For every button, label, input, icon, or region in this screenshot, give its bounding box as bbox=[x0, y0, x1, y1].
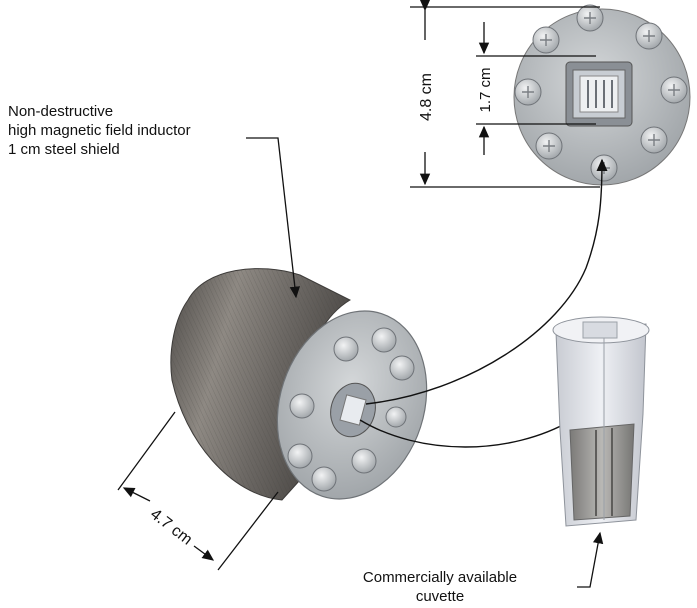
cuvette-label: Commercially available cuvette bbox=[316, 568, 564, 606]
inductor-label-line-2: high magnetic field inductor bbox=[8, 122, 191, 139]
screw-icon bbox=[289, 393, 315, 419]
bore-to-end-view-arrow bbox=[365, 158, 608, 405]
bore-window bbox=[565, 61, 633, 127]
screw-icon bbox=[385, 406, 407, 428]
screw-icon bbox=[333, 336, 359, 362]
front-screws bbox=[287, 327, 415, 492]
end-view-screws bbox=[514, 4, 688, 182]
outer-diameter-dimension bbox=[410, 0, 600, 188]
length-label: 4.7 cm bbox=[147, 506, 195, 549]
inductor-label-line-1: Non-destructive bbox=[8, 103, 114, 120]
bore-size-label: 1.7 cm bbox=[477, 67, 494, 112]
inductor-label-line-3: 1 cm steel shield bbox=[8, 141, 120, 158]
bore-size-dimension bbox=[476, 22, 596, 155]
inductor-photo bbox=[170, 268, 428, 501]
inductor-label: Non-destructive high magnetic field indu… bbox=[8, 102, 191, 159]
cuvette-photo bbox=[552, 316, 650, 527]
screw-icon bbox=[287, 443, 313, 469]
screw-icon bbox=[351, 448, 377, 474]
bore-to-cuvette-arrow bbox=[359, 419, 574, 448]
screw-icon bbox=[311, 466, 337, 492]
end-view-photo bbox=[513, 4, 691, 186]
length-dimension bbox=[117, 411, 279, 571]
cuvette-label-line-1: Commercially available bbox=[362, 569, 518, 586]
inductor-callout-line bbox=[246, 137, 300, 299]
cuvette-callout-line bbox=[577, 531, 604, 588]
cuvette-label-line-2: cuvette bbox=[415, 588, 465, 605]
screw-icon bbox=[371, 327, 397, 353]
outer-diameter-label: 4.8 cm bbox=[418, 73, 435, 121]
front-bore bbox=[330, 382, 376, 438]
screw-icon bbox=[389, 355, 415, 381]
